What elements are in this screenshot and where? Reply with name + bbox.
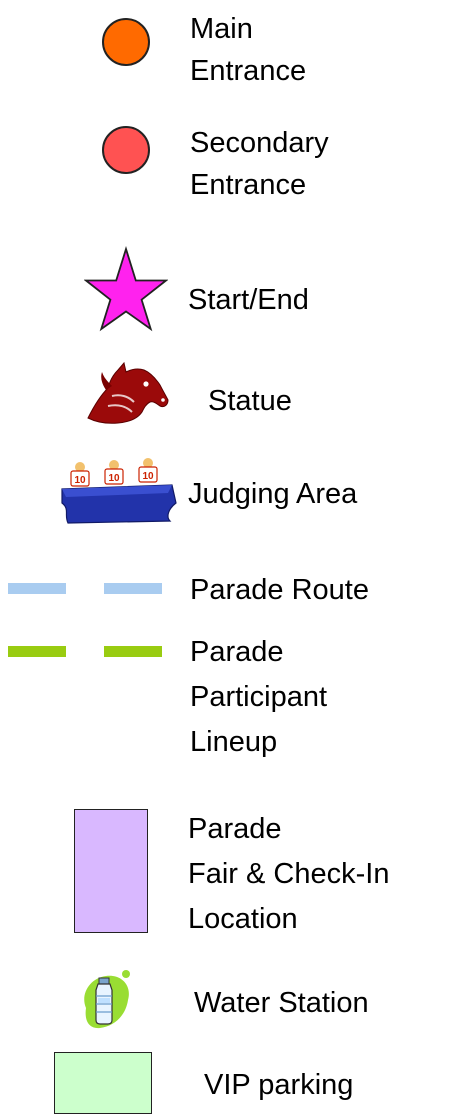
legend-label-line: Parade [188,813,282,845]
horse-head-icon [84,360,170,426]
legend-label-line: Lineup [190,726,278,758]
legend-item-judging-area: 10 10 10 Judging Area [0,455,453,535]
blue-dashed-line [0,565,170,615]
legend-label-line: Secondary [190,127,329,159]
judges-table-icon: 10 10 10 [58,455,178,527]
legend-label-line: Main [190,13,253,45]
legend-label-water-station: Water Station [194,987,369,1019]
legend-label-parade-route: Parade Route [190,574,369,606]
legend-label-main-entrance: Main Entrance [190,8,306,92]
legend-item-start-end: Start/End [0,245,453,335]
legend-label-line: Location [188,903,298,935]
legend-item-water-station: Water Station [0,968,453,1038]
legend-item-secondary-entrance: Secondary Entrance [0,110,453,210]
legend-label-line: Participant [190,681,328,713]
legend-item-vip-parking: VIP parking [0,1050,453,1118]
red-circle-icon [100,124,152,176]
legend-label-line: Parade [190,636,284,668]
purple-rectangle [74,809,148,933]
score-card-text: 10 [108,473,120,484]
green-rectangle [54,1052,152,1114]
legend-label-judging-area: Judging Area [188,478,358,510]
score-card-text: 10 [142,471,154,482]
legend-label-lineup: Parade Participant Lineup [190,630,327,765]
legend-label-statue: Statue [208,385,292,417]
magenta-star-icon [84,245,168,333]
legend-label-start-end: Start/End [188,284,309,316]
legend-item-fair-checkin: Parade Fair & Check-In Location [0,805,453,945]
legend-label-line: Entrance [190,55,307,87]
legend-item-parade-route: Parade Route [0,565,453,615]
legend-label-fair-checkin: Parade Fair & Check-In Location [188,807,389,942]
green-dashed-line [0,628,170,678]
legend-label-secondary-entrance: Secondary Entrance [190,122,329,206]
legend-item-lineup: Parade Participant Lineup [0,628,453,778]
score-card-text: 10 [74,475,86,486]
orange-circle-icon [100,16,152,68]
legend-item-main-entrance: Main Entrance [0,0,453,100]
legend-label-line: Entrance [190,169,307,201]
legend-item-statue: Statue [0,360,453,440]
legend-label-vip-parking: VIP parking [204,1069,354,1101]
water-bottle-icon [76,968,136,1032]
legend-label-line: Fair & Check-In [188,858,390,890]
